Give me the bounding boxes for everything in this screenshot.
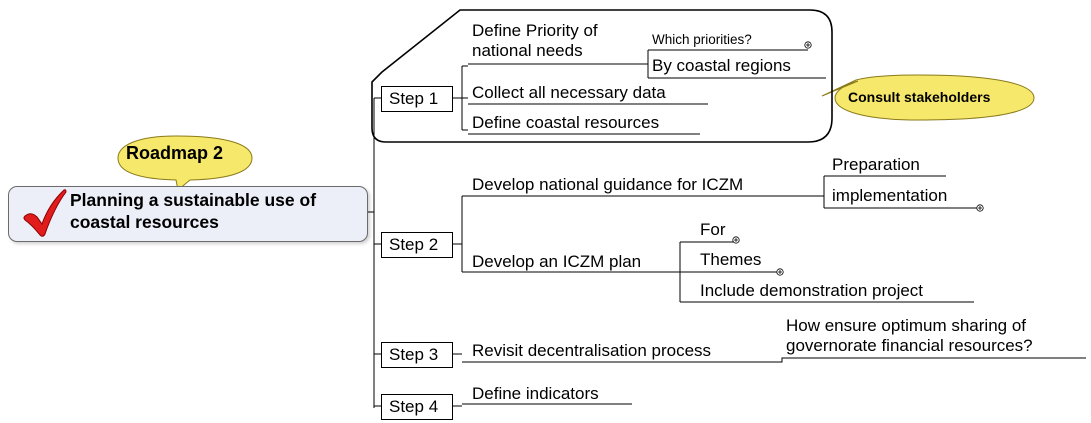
step-1-label: Step 1 <box>389 89 439 108</box>
topic-demonstration-project[interactable]: Include demonstration project <box>700 281 924 300</box>
topic-define-indicators[interactable]: Define indicators <box>472 384 599 403</box>
topic-which-priorities[interactable]: Which priorities? <box>652 32 752 47</box>
circle-plus-icon <box>804 41 812 49</box>
step-3-box[interactable] <box>381 342 453 368</box>
topic-preparation[interactable]: Preparation <box>832 155 920 174</box>
step-4-box[interactable] <box>381 394 453 420</box>
step-2-box[interactable] <box>381 232 453 258</box>
topic-collect-data[interactable]: Collect all necessary data <box>472 83 666 102</box>
topic-define-priority[interactable]: Define Priority of national needs <box>472 21 598 60</box>
roadmap-callout <box>117 135 253 191</box>
topic-decentralisation[interactable]: Revisit decentralisation process <box>472 341 712 360</box>
circle-plus-icon <box>976 204 984 212</box>
central-topic[interactable] <box>8 186 368 242</box>
topic-financial-resources[interactable]: How ensure optimum sharing of governorat… <box>786 316 1033 355</box>
topic-implementation[interactable]: implementation <box>832 186 948 205</box>
topic-for[interactable]: For <box>700 220 726 239</box>
topic-national-guidance[interactable]: Develop national guidance for ICZM <box>472 175 744 194</box>
topic-themes[interactable]: Themes <box>700 250 762 269</box>
circle-plus-icon <box>776 268 784 276</box>
consult-stakeholders-callout <box>821 74 1035 121</box>
roadmap-callout-label: Roadmap 2 <box>126 143 224 163</box>
check-mark-icon <box>23 189 67 237</box>
step-1-box[interactable] <box>381 86 453 112</box>
central-topic-label: Planning a sustainable use of coastal re… <box>70 190 317 232</box>
circle-plus-icon <box>732 236 740 244</box>
step-2-label: Step 2 <box>389 235 439 254</box>
topic-iczm-plan[interactable]: Develop an ICZM plan <box>472 252 642 271</box>
consult-stakeholders-label: Consult stakeholders <box>848 89 991 105</box>
topic-define-coastal-resources[interactable]: Define coastal resources <box>472 113 660 132</box>
topic-by-coastal-regions[interactable]: By coastal regions <box>652 56 791 75</box>
step-3-label: Step 3 <box>389 345 439 364</box>
step-4-label: Step 4 <box>389 397 439 416</box>
